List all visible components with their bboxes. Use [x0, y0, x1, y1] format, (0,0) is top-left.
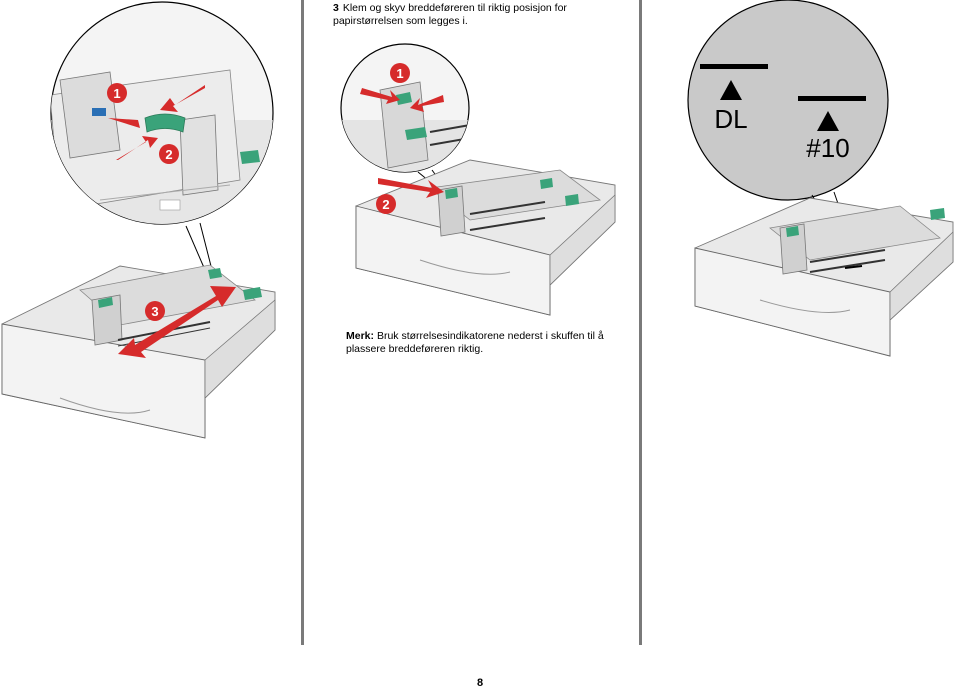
svg-text:2: 2: [165, 147, 172, 162]
paper-tray-middle: [355, 159, 616, 316]
illustration-slide-guide: 1 2: [340, 43, 616, 316]
callout-badge-3: 3: [145, 301, 165, 321]
zoom-circle-guide-detail: [50, 1, 274, 271]
note-label: Merk:: [346, 330, 375, 342]
zoom-circle-size-marks: DL #10: [687, 0, 889, 263]
svg-text:2: 2: [382, 197, 389, 212]
callout-badge-2-middle: 2: [376, 194, 396, 214]
callout-badge-2-left: 2: [159, 144, 179, 164]
illustration-size-indicators: DL #10: [687, 0, 954, 357]
svg-text:1: 1: [113, 86, 120, 101]
step-text: Klem og skyv breddeføreren til riktig po…: [333, 2, 567, 27]
paper-tray-left: [1, 264, 276, 439]
svg-text:1: 1: [396, 66, 403, 81]
step-number: 3: [333, 2, 339, 14]
illustration-squeeze-guide: 1 2 3: [1, 1, 276, 439]
size-mark-10: #10: [806, 133, 849, 163]
column-divider-left: [301, 0, 304, 645]
paper-tray-right: [694, 197, 954, 357]
page-number: 8: [476, 677, 484, 689]
svg-text:3: 3: [151, 304, 158, 319]
callout-badge-1-middle: 1: [390, 63, 410, 83]
callout-badge-1-left: 1: [107, 83, 127, 103]
column-divider-right: [639, 0, 642, 645]
size-mark-dl: DL: [714, 104, 747, 134]
note: Merk: Bruk størrelsesindikatorene neders…: [346, 330, 638, 356]
note-text: Bruk størrelsesindikatorene nederst i sk…: [346, 330, 604, 355]
